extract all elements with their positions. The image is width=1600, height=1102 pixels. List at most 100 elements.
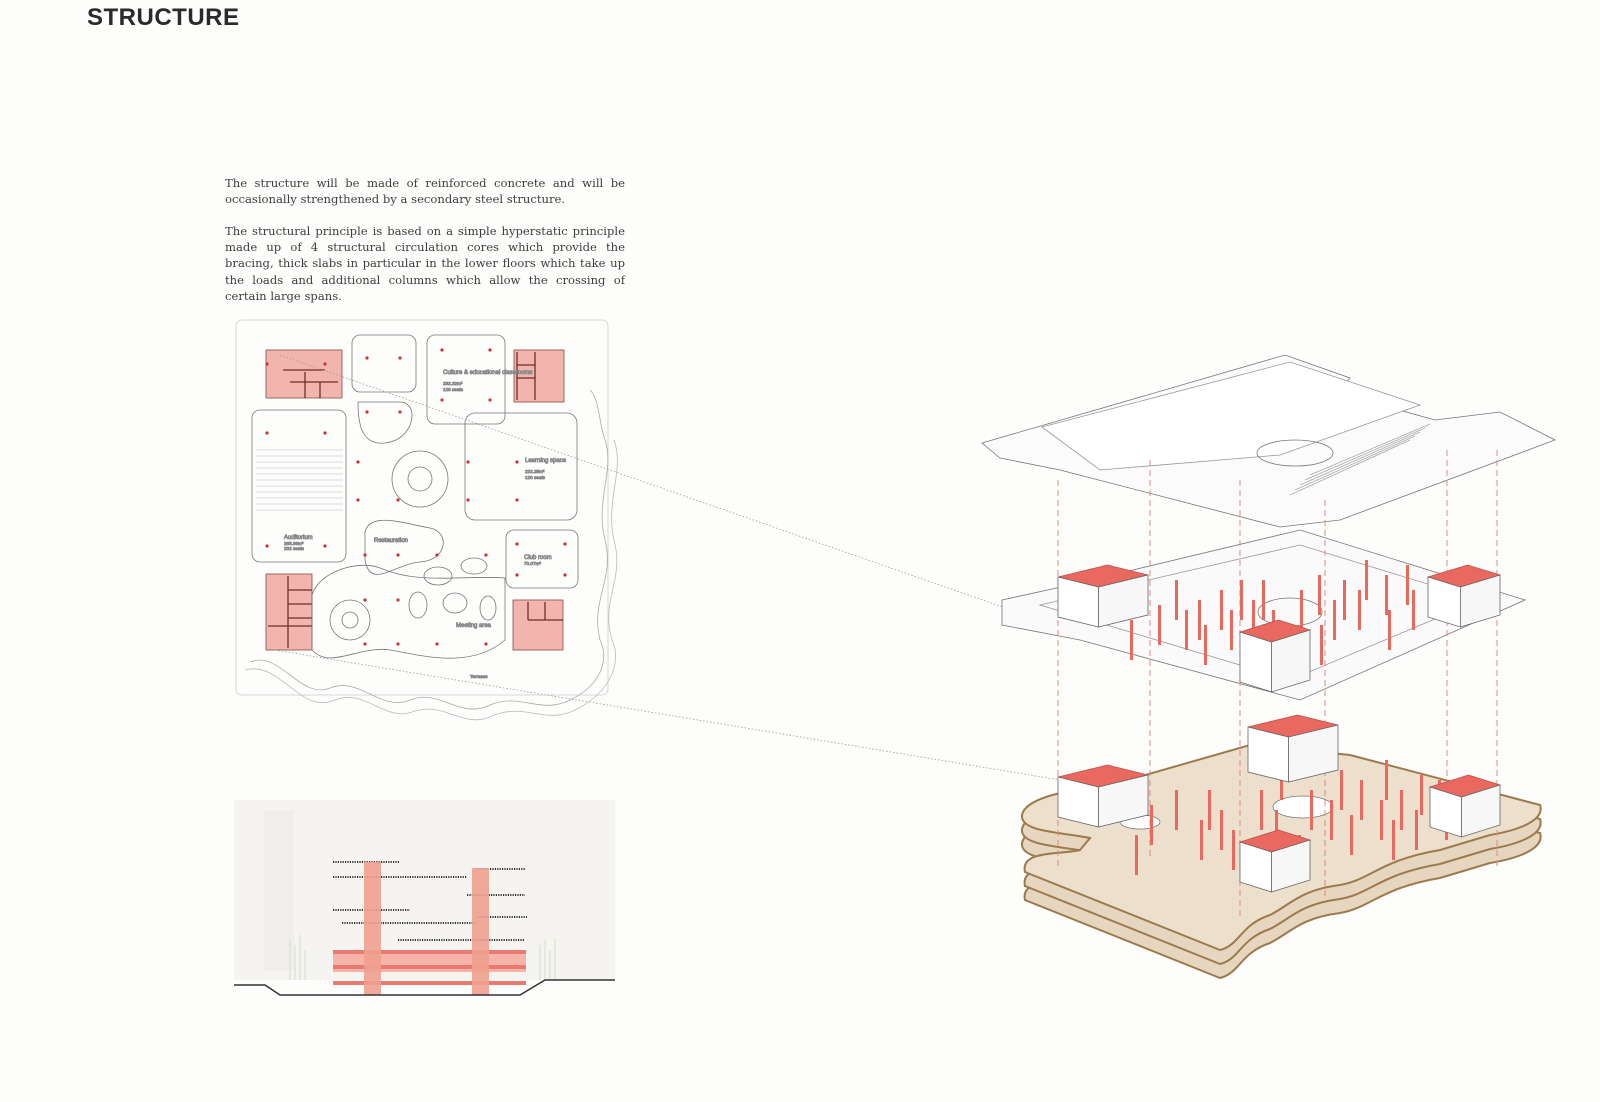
core-volume: [1426, 564, 1502, 628]
column-dot: [435, 553, 439, 557]
room-label-club-room: Club room: [524, 555, 552, 561]
auditorium-room: [251, 409, 347, 563]
terrace-outline: [249, 389, 609, 710]
structural-column: [1310, 790, 1313, 830]
core-volume: [1057, 564, 1149, 628]
column-dot: [440, 348, 444, 352]
circulation-core-sw: [265, 573, 313, 651]
structural-column: [1240, 580, 1243, 620]
core-volume: [1428, 774, 1502, 838]
room-label-terrasse: Terrasse: [470, 674, 488, 679]
learning-space-room: [464, 412, 578, 521]
structural-column: [1220, 810, 1223, 850]
column-dot: [398, 410, 402, 414]
structural-column: [1252, 600, 1255, 640]
section-ground-line: [234, 979, 615, 996]
column-dot: [363, 553, 367, 557]
structural-column: [1392, 820, 1395, 860]
room-seats-auditorium: 232 seats: [284, 546, 305, 551]
column-dot: [563, 573, 567, 577]
column-dot: [466, 498, 470, 502]
column-dot: [363, 598, 367, 602]
classroom-block-3: [357, 401, 413, 444]
column-dot: [396, 553, 400, 557]
column-dot: [515, 460, 519, 464]
floor-plan: Culture & educational classrooms 232.32m…: [235, 319, 1061, 781]
structural-column: [1358, 590, 1361, 630]
column-dot: [484, 642, 488, 646]
structural-column: [1330, 800, 1333, 840]
structural-column: [1420, 775, 1423, 815]
room-label-meeting-area: Meeting area: [456, 623, 492, 629]
column-dot: [435, 642, 439, 646]
structural-column: [1230, 610, 1233, 650]
description-paragraph-1: The structure will be made of reinforced…: [225, 176, 625, 207]
structural-column: [1158, 605, 1161, 645]
structural-column: [1175, 580, 1178, 620]
circulation-core-volumes: [1057, 564, 1502, 893]
room-label-classrooms: Culture & educational classrooms: [443, 370, 532, 376]
structural-column: [1135, 835, 1138, 875]
column-dot: [396, 642, 400, 646]
classroom-block-1: [351, 334, 417, 393]
column-dot: [466, 460, 470, 464]
club-room: [505, 529, 579, 589]
meeting-area-floor: [311, 564, 506, 659]
column-dot: [365, 410, 369, 414]
structural-column: [1300, 590, 1303, 630]
structural-column: [1385, 760, 1388, 800]
core-volume: [1247, 714, 1339, 783]
structural-column: [1220, 590, 1223, 630]
structural-column: [1150, 805, 1153, 845]
structural-column: [1318, 575, 1321, 615]
structural-column: [1200, 820, 1203, 860]
structural-column: [1385, 575, 1388, 615]
column-dot: [356, 498, 360, 502]
structural-column: [1262, 580, 1265, 620]
room-label-restauration: Restauration: [374, 538, 408, 544]
column-dot: [563, 542, 567, 546]
column-dot: [265, 544, 269, 548]
structural-column: [1350, 815, 1353, 855]
structural-column: [1208, 790, 1211, 830]
central-stair-atrium: [391, 450, 449, 508]
column-dot: [363, 642, 367, 646]
column-dot: [488, 398, 492, 402]
column-dot: [323, 431, 327, 435]
projection-line-lower: [274, 649, 1061, 781]
room-seats-classrooms: 128 seats: [443, 387, 464, 392]
column-dot: [515, 573, 519, 577]
core-volume: [1238, 619, 1312, 693]
room-area-classrooms: 232.32m²: [443, 381, 463, 386]
core-volume: [1057, 764, 1149, 828]
structural-column: [1360, 780, 1363, 820]
structural-column: [1340, 770, 1343, 810]
structural-column: [1333, 600, 1336, 640]
building-section: [234, 800, 615, 996]
structural-column: [1275, 810, 1278, 850]
column-dot: [396, 498, 400, 502]
classroom-block-2: [426, 334, 506, 425]
circulation-core-ne: [513, 349, 565, 403]
structural-column: [1260, 790, 1263, 830]
spiral-stair: [329, 599, 371, 641]
room-seats-learning-space: 120 seats: [525, 475, 546, 480]
structural-column: [1175, 790, 1178, 830]
structural-column: [1185, 610, 1188, 650]
column-dot: [323, 362, 327, 366]
structural-column: [1232, 830, 1235, 870]
structural-column: [1198, 600, 1201, 640]
circulation-core-se: [512, 599, 564, 651]
column-dot: [484, 553, 488, 557]
structural-column: [1388, 610, 1391, 650]
column-dot: [323, 544, 327, 548]
structural-column: [1130, 620, 1133, 660]
column-dot: [440, 398, 444, 402]
column-dot: [488, 348, 492, 352]
exploded-axonometric: [981, 354, 1556, 980]
room-area-learning-space: 222.25m²: [525, 469, 545, 474]
section-core-right: [472, 868, 489, 995]
column-dot: [365, 356, 369, 360]
auditorium-seating: [256, 449, 343, 511]
